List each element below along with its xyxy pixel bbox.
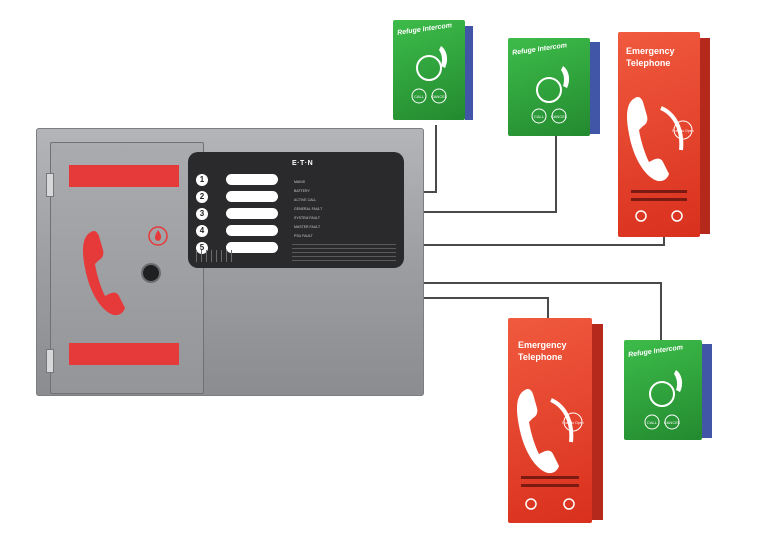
indicator-general-fault: GENERAL FAULT bbox=[294, 207, 323, 211]
unit-face: Refuge Intercom CALL CANCEL bbox=[393, 20, 465, 120]
unit-side bbox=[588, 42, 600, 134]
zone-row[interactable]: 1 bbox=[196, 172, 282, 188]
unit-face: Refuge Intercom CALL CANCEL bbox=[624, 340, 702, 440]
refuge-intercom-unit: Refuge Intercom CALL CANCEL bbox=[624, 340, 712, 440]
indicator-psu-fault: PSU FAULT bbox=[294, 234, 313, 238]
zone-number: 3 bbox=[196, 208, 208, 220]
emergency-telephone-unit: Emergency Telephone Push to Open bbox=[508, 318, 603, 523]
refuge-intercom-unit: Refuge Intercom CALL CANCEL bbox=[508, 38, 600, 136]
door-red-bar-bottom bbox=[69, 343, 179, 365]
zone-row[interactable]: 4 bbox=[196, 223, 282, 239]
unit-title-line1: Emergency bbox=[518, 340, 567, 350]
main-panel: E·T·N 1 2 3 4 5 MAINS bbox=[36, 128, 424, 396]
indicator-active-call: ACTIVE CALL bbox=[294, 198, 317, 202]
unit-face: Emergency Telephone Push to Open bbox=[508, 318, 592, 523]
call-label: CALL bbox=[534, 114, 545, 119]
panel-door[interactable] bbox=[46, 142, 204, 394]
intercom-phone-icon: CALL CANCEL bbox=[411, 46, 448, 104]
door-red-bar-top bbox=[69, 165, 179, 187]
unit-side bbox=[698, 38, 710, 234]
indicator-mains: MAINS bbox=[294, 180, 306, 184]
refuge-intercom-unit: Refuge Intercom CALL CANCEL bbox=[393, 20, 473, 120]
unit-side bbox=[465, 26, 473, 120]
unit-side bbox=[590, 324, 603, 520]
cable-refuge-3 bbox=[424, 282, 662, 352]
intercom-phone-icon: CALL CANCEL bbox=[531, 66, 570, 124]
certification-logos bbox=[196, 250, 236, 262]
fire-icon bbox=[148, 226, 168, 246]
indicator-master-fault: MASTER FAULT bbox=[294, 225, 321, 229]
unit-title-line2: Telephone bbox=[518, 352, 563, 362]
indicator-system-fault: SYSTEM FAULT bbox=[294, 216, 320, 220]
cable-refuge-1 bbox=[424, 125, 437, 193]
unit-title: Refuge Intercom bbox=[396, 22, 453, 37]
zone-label-area bbox=[226, 191, 278, 202]
push-label: Push to Open bbox=[562, 421, 583, 425]
unit-title: Refuge Intercom bbox=[627, 344, 684, 359]
unit-face: Emergency Telephone Push to Open bbox=[618, 32, 700, 237]
cancel-label: CANCEL bbox=[664, 420, 681, 425]
zone-row[interactable]: 3 bbox=[196, 206, 282, 222]
unit-title: Refuge Intercom bbox=[511, 42, 568, 57]
call-label: CALL bbox=[647, 420, 658, 425]
cancel-label: CANCEL bbox=[551, 114, 568, 119]
zone-number: 4 bbox=[196, 225, 208, 237]
emergency-phone-icon: Push to Open bbox=[627, 97, 694, 222]
control-display: E·T·N 1 2 3 4 5 MAINS bbox=[188, 152, 404, 268]
zone-label-area bbox=[226, 242, 278, 253]
cable-refuge-2 bbox=[424, 136, 557, 213]
intercom-phone-icon: CALL CANCEL bbox=[644, 370, 683, 430]
zone-list: 1 2 3 4 5 bbox=[196, 172, 282, 257]
emergency-telephone-unit: Emergency Telephone Push to Open bbox=[618, 32, 710, 237]
zone-label-area bbox=[226, 174, 278, 185]
door-lock[interactable] bbox=[143, 265, 159, 281]
hinge-bottom bbox=[46, 349, 54, 373]
telephone-handset-icon bbox=[83, 231, 125, 316]
emergency-phone-icon: Push to Open bbox=[517, 389, 584, 510]
zone-row[interactable]: 2 bbox=[196, 189, 282, 205]
cancel-label: CANCEL bbox=[431, 94, 448, 99]
indicator-list: MAINS BATTERY ACTIVE CALL GENERAL FAULT … bbox=[294, 178, 398, 241]
zone-number: 2 bbox=[196, 191, 208, 203]
brand-logo: E·T·N bbox=[292, 160, 314, 167]
footer-text-block bbox=[292, 244, 396, 262]
unit-side bbox=[700, 344, 712, 438]
unit-title-line2: Telephone bbox=[626, 58, 671, 68]
unit-face: Refuge Intercom CALL CANCEL bbox=[508, 38, 590, 136]
zone-label-area bbox=[226, 208, 278, 219]
zone-label-area bbox=[226, 225, 278, 236]
unit-title-line1: Emergency bbox=[626, 46, 675, 56]
indicator-battery: BATTERY bbox=[294, 189, 310, 193]
zone-number: 1 bbox=[196, 174, 208, 186]
push-label: Push to Open bbox=[672, 129, 693, 133]
call-label: CALL bbox=[414, 94, 425, 99]
hinge-top bbox=[46, 173, 54, 197]
